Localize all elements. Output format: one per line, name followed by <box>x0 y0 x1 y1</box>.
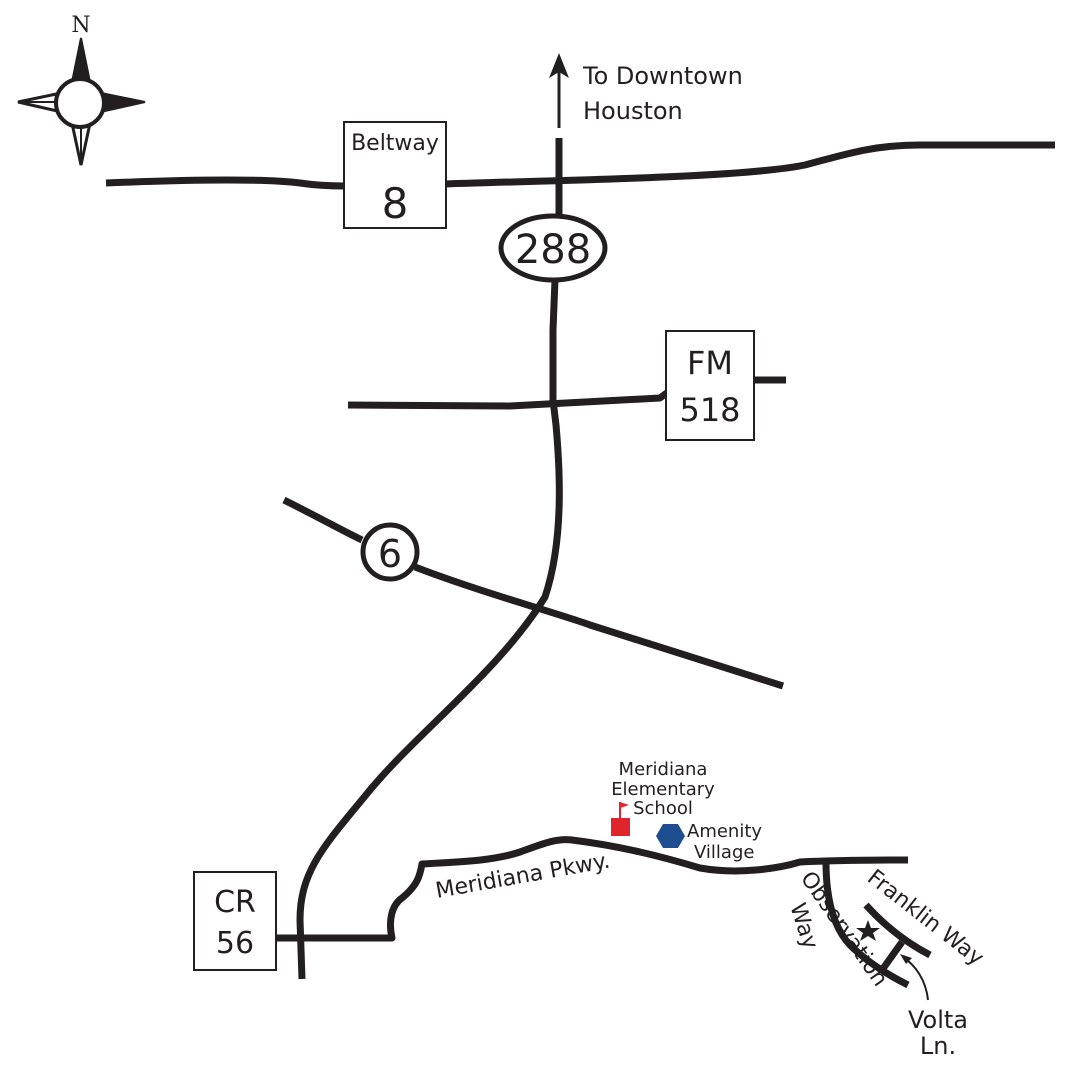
volta-pointer-arrow <box>903 957 929 1001</box>
cr56-road <box>276 836 909 942</box>
cr56-sign <box>193 871 277 971</box>
us6-road <box>282 496 785 690</box>
cr56-name: CR <box>214 885 256 920</box>
fm518-number: 518 <box>679 391 740 429</box>
franklin-way-road <box>863 902 932 959</box>
volta-label-line2: Ln. <box>920 1032 956 1060</box>
observation-way-road <box>822 861 910 989</box>
sh288-road <box>296 138 563 980</box>
sh288-shield <box>498 213 608 283</box>
school-icon <box>611 802 630 836</box>
volta-ln-road <box>879 939 905 973</box>
beltway-name: Beltway <box>351 131 439 156</box>
us6-number: 6 <box>378 532 402 576</box>
compass-rose-icon <box>17 37 146 166</box>
destination-star-icon <box>856 920 880 941</box>
sh288-number: 288 <box>515 227 591 273</box>
school-label-line3: School <box>633 798 693 819</box>
fm518-name: FM <box>687 344 733 382</box>
amenity-label-line2: Village <box>694 842 754 863</box>
school-label-line2: Elementary <box>611 779 715 800</box>
volta-pointer-head <box>900 954 912 964</box>
fm518-road <box>347 376 786 410</box>
amenity-hexagon-icon <box>656 824 685 848</box>
destination-line1: To Downtown <box>582 62 743 90</box>
meridiana-pkwy-label: Meridiana Pkwy. <box>434 849 612 904</box>
north-label: N <box>71 13 90 38</box>
fm518-sign <box>665 330 755 441</box>
destination-line2: Houston <box>583 97 683 125</box>
cr56-number: 56 <box>216 926 254 961</box>
north-arrow-icon <box>549 53 569 128</box>
us6-shield <box>360 522 420 582</box>
amenity-label-line1: Amenity <box>687 821 762 842</box>
beltway-number: 8 <box>382 179 409 228</box>
volta-label-line1: Volta <box>908 1006 968 1034</box>
school-label-line1: Meridiana <box>619 759 708 780</box>
beltway-8-road <box>105 141 1055 190</box>
beltway-8-sign <box>343 121 447 229</box>
